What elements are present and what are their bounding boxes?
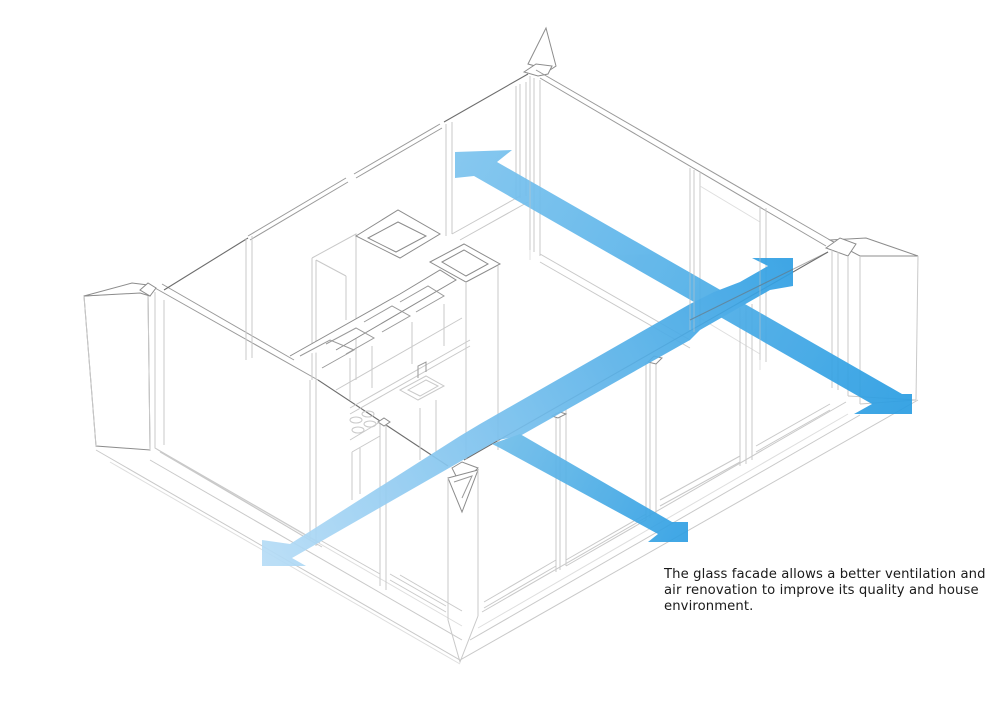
right-corner — [824, 237, 919, 405]
overlay-frame-lines — [529, 76, 829, 370]
left-wall — [83, 282, 323, 548]
back-left-wall — [163, 73, 529, 360]
airflow-arrow-southeast-lower — [492, 434, 688, 542]
front-corner-post — [447, 461, 479, 664]
caption-line-1: The glass facade allows a better ventila… — [664, 567, 986, 582]
caption-line-3: environment. — [664, 599, 754, 614]
airflow-arrow-northwest — [455, 150, 912, 414]
caption-text: The glass facade allows a better ventila… — [664, 567, 986, 615]
caption-line-2: air renovation to improve its quality an… — [664, 583, 979, 598]
kitchen-module — [289, 209, 502, 500]
airflow-arrows — [262, 150, 912, 566]
airflow-arrow-southwest — [262, 258, 793, 566]
